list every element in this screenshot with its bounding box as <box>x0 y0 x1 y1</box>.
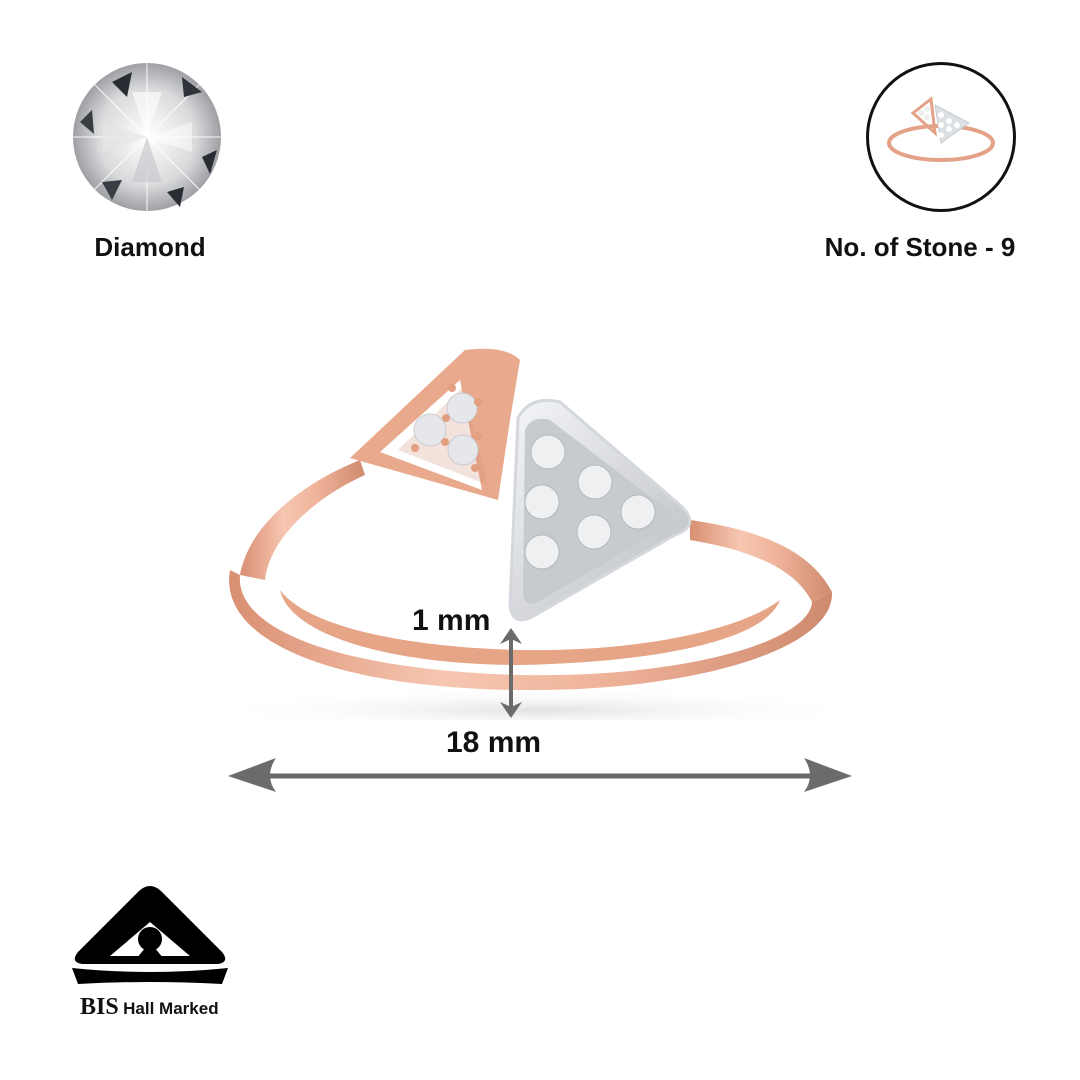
thickness-label: 1 mm <box>412 604 491 637</box>
bis-brand: BIS <box>80 994 119 1020</box>
hallmark-label: Hall Marked <box>123 999 219 1018</box>
stone-count-label: No. of Stone - 9 <box>824 232 1016 262</box>
ring-product-image <box>210 340 870 732</box>
diamond-label: Diamond <box>94 232 206 262</box>
width-label: 18 mm <box>446 726 542 759</box>
diamond-gem-icon <box>72 62 222 212</box>
bis-hallmark-caption: BIS Hall Marked <box>80 994 219 1021</box>
horizontal-dimension-arrow-icon <box>228 758 852 794</box>
bis-hallmark-logo <box>70 884 230 994</box>
vertical-dimension-arrow-icon <box>498 628 524 718</box>
ring-thumbnail <box>866 62 1016 212</box>
